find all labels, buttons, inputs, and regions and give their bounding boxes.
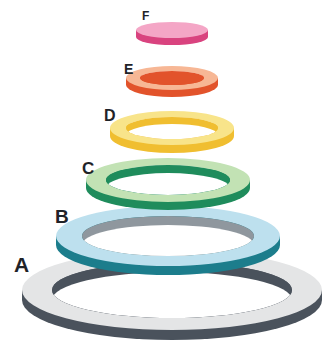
ring-inner-wall [140,71,204,85]
ring-top [86,158,250,202]
disk-top [136,22,208,38]
ring-top [126,66,218,90]
ring-hole [106,173,230,203]
ring-hole [82,225,254,265]
ring-e [126,66,218,97]
ring-letter: D [104,108,116,124]
ring-top [110,111,234,145]
ring-c [86,158,250,210]
ring-hole [126,124,218,146]
ring-hole [52,272,292,328]
ring-top [56,206,280,266]
ring-letter: A [14,254,29,275]
ring-letter: F [142,10,149,22]
ring-b [56,206,280,275]
ring-letter: E [124,62,133,76]
disk-f [136,22,208,45]
ring-d [110,111,234,153]
ring-letter: C [82,160,94,177]
ring-letter: B [55,207,69,226]
